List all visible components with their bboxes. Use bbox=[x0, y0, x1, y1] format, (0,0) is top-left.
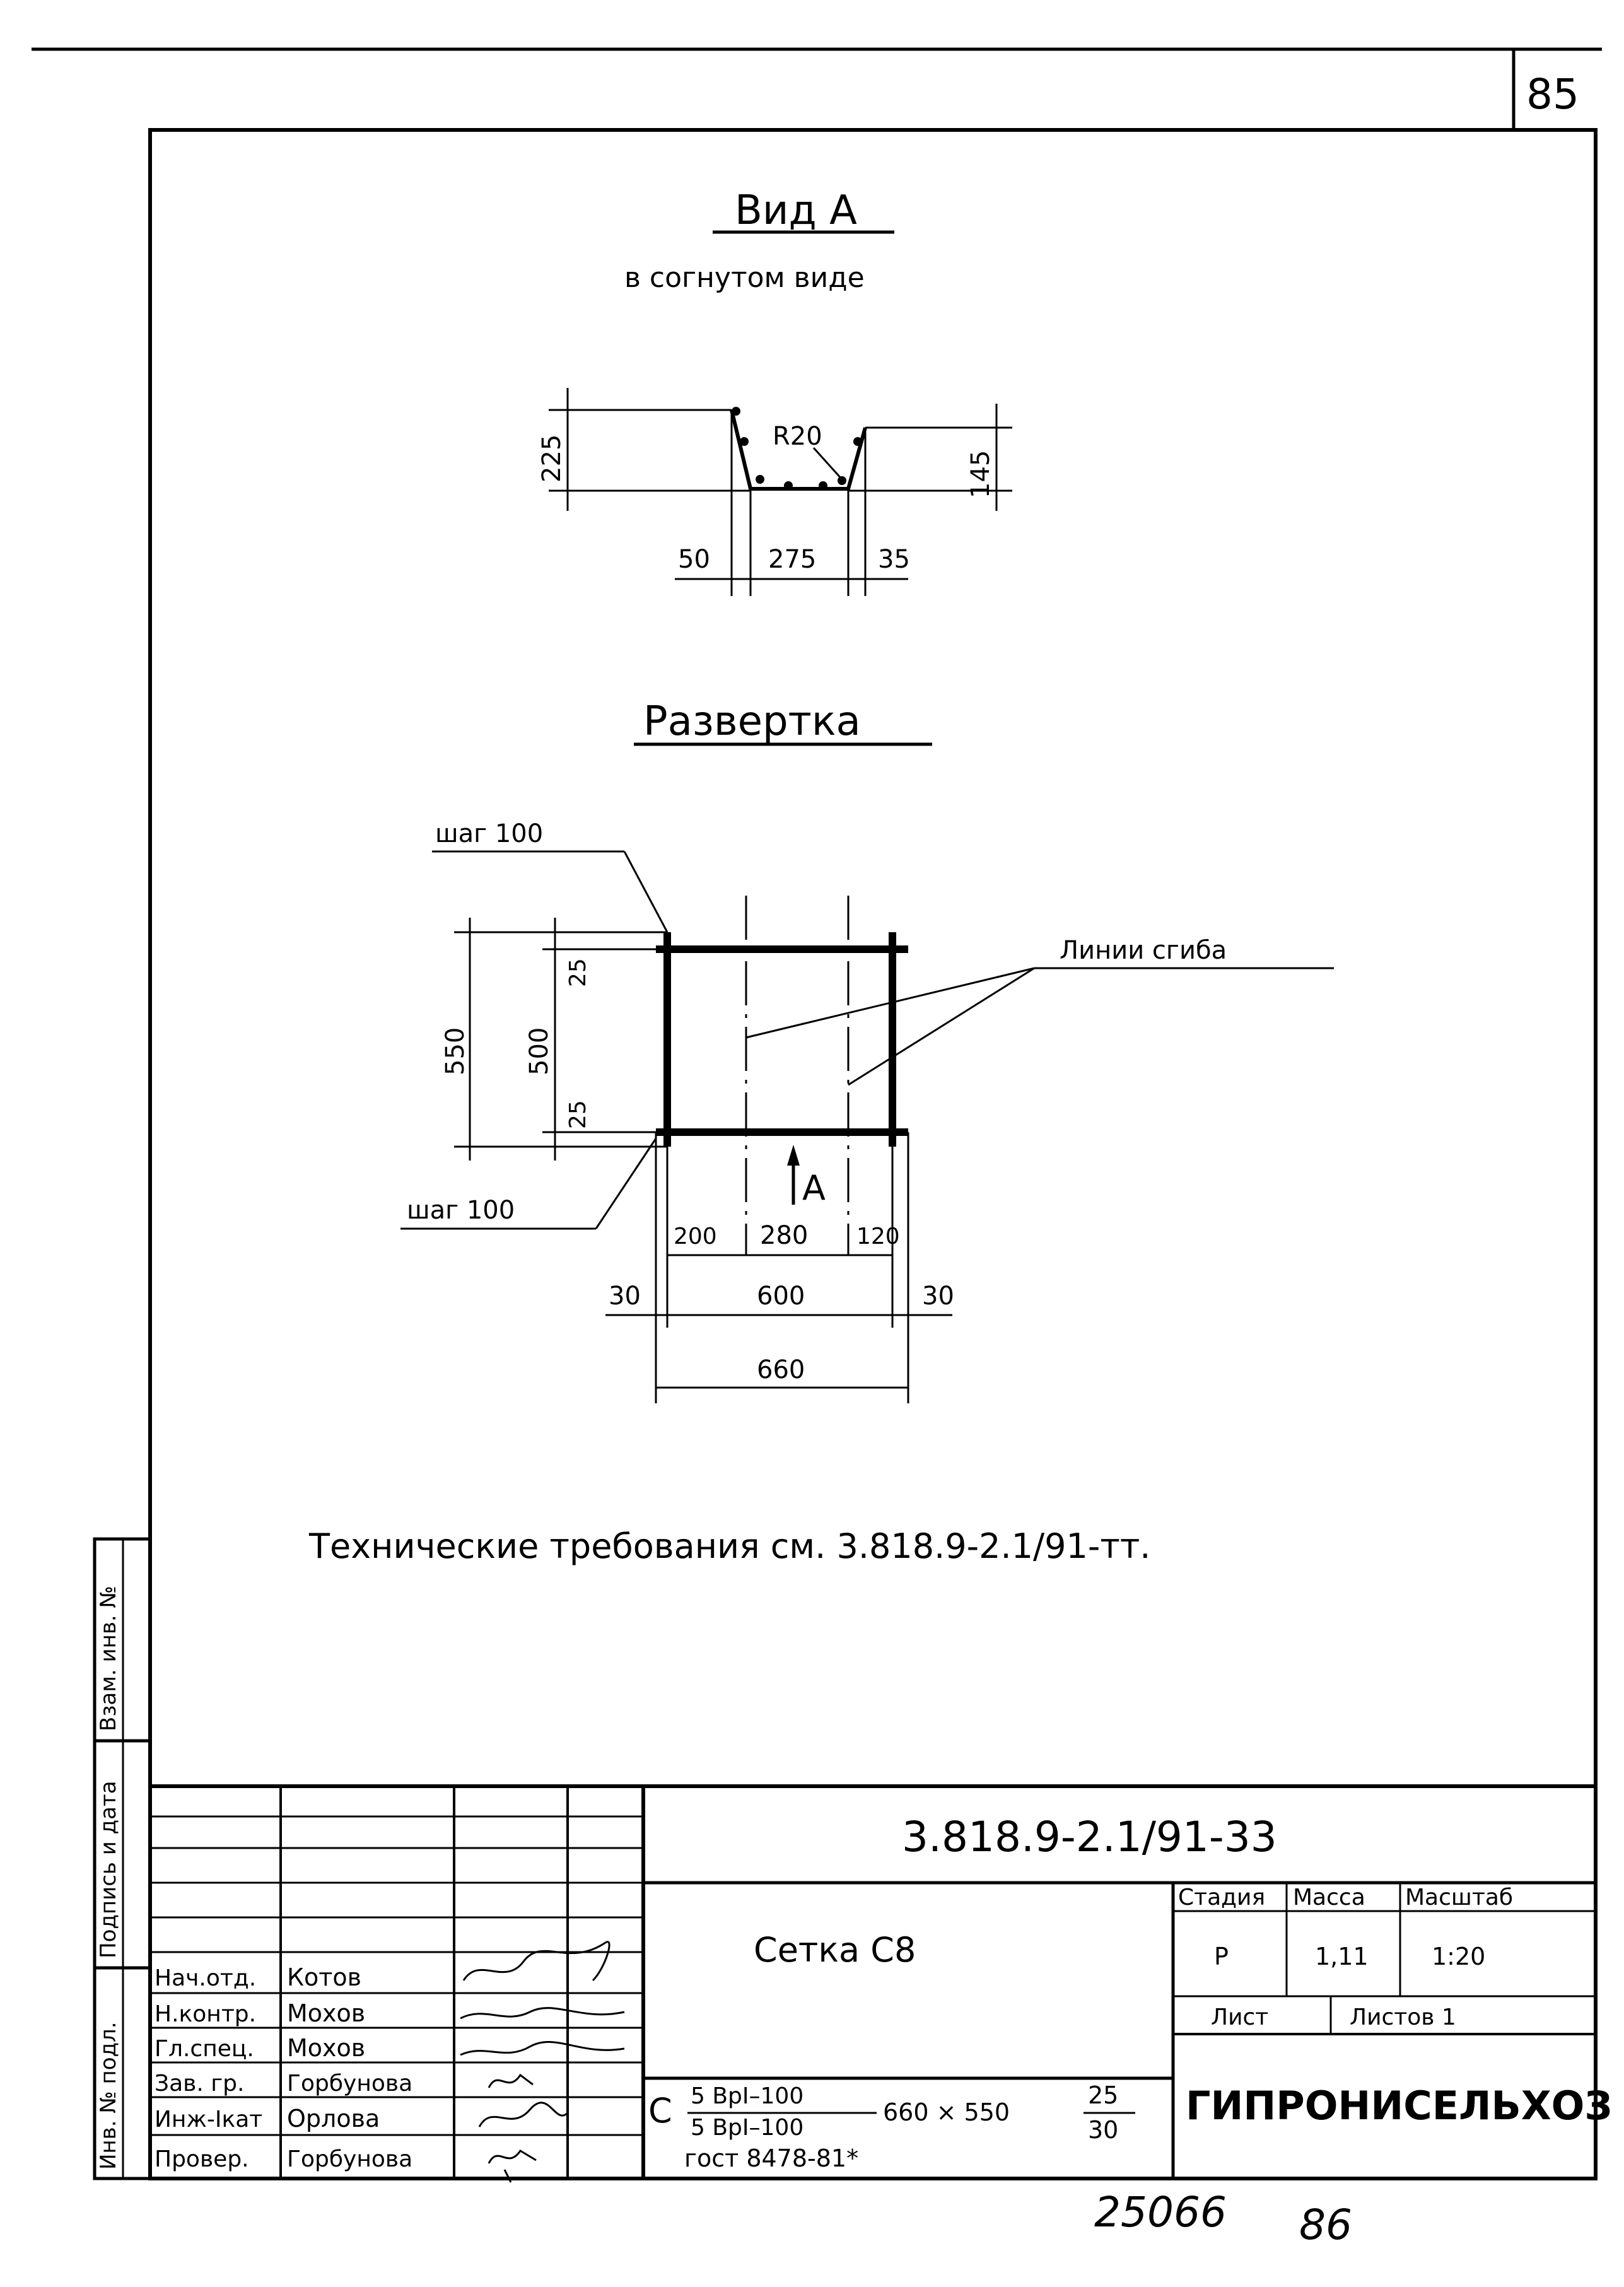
side-stamp-inv-podl: Инв. № подл. bbox=[96, 2021, 121, 2170]
view-a-title: Вид А bbox=[735, 187, 857, 234]
title-block: 3.818.9-2.1/91-33 Сетка С8 Стадия Масса … bbox=[148, 1784, 1612, 2183]
dim-275-label: 275 bbox=[768, 545, 816, 574]
spec-size: 660 × 550 bbox=[883, 2098, 1010, 2126]
dim-550-label: 550 bbox=[441, 1027, 470, 1075]
staff-name: Орлова bbox=[287, 2105, 380, 2132]
staff-name: Горбунова bbox=[287, 2146, 412, 2172]
dim-660-label: 660 bbox=[757, 1355, 805, 1384]
pitch-top-leader bbox=[623, 851, 669, 933]
bar-dot bbox=[740, 437, 749, 446]
dim-50-label: 50 bbox=[678, 545, 710, 574]
development-title: Развертка bbox=[643, 698, 861, 745]
dim-35-label: 35 bbox=[878, 545, 910, 574]
dim-500-label: 500 bbox=[525, 1027, 554, 1075]
gost-reference: гост 8478-81* bbox=[684, 2144, 858, 2172]
fold-lines-label: Линии сгиба bbox=[1060, 936, 1227, 965]
dim-120-label: 120 bbox=[856, 1224, 900, 1249]
drawing-frame bbox=[148, 128, 1598, 2180]
side-stamp: Взам. инв. № Подпись и дата Инв. № подл. bbox=[93, 1537, 152, 2180]
page-number: 85 bbox=[1526, 70, 1579, 119]
dim-225-label: 225 bbox=[537, 435, 566, 483]
dim-30-left-label: 30 bbox=[609, 1282, 641, 1311]
dim-30-right-label: 30 bbox=[922, 1282, 954, 1311]
staff-role: Нач.отд. bbox=[155, 1965, 256, 1991]
item-name: Сетка С8 bbox=[754, 1930, 916, 1970]
staff-role: Инж-Iкат bbox=[155, 2107, 262, 2132]
staff-role: Провер. bbox=[155, 2146, 249, 2172]
signature bbox=[462, 1941, 610, 1982]
bar-dot bbox=[819, 481, 827, 490]
staff-name: Мохов bbox=[287, 1999, 365, 2027]
fold-leader-right bbox=[848, 967, 1035, 1086]
staff-role: Зав. гр. bbox=[155, 2071, 244, 2097]
dim-145-label: 145 bbox=[966, 450, 995, 498]
header-scale: Масштаб bbox=[1405, 1885, 1513, 1910]
staff-name: Котов bbox=[287, 1963, 361, 1991]
spec-top: 5 ВрI–100 bbox=[691, 2083, 803, 2109]
staff-name: Мохов bbox=[287, 2034, 365, 2062]
staff-name: Горбунова bbox=[287, 2071, 412, 2097]
header-mass: Масса bbox=[1293, 1885, 1365, 1910]
radius-leader bbox=[812, 447, 843, 481]
view-a-subtitle: в согнутом виде bbox=[624, 262, 865, 294]
dim-200-label: 200 bbox=[674, 1224, 717, 1249]
view-arrow-label: А bbox=[802, 1168, 826, 1208]
dim-280-label: 280 bbox=[760, 1221, 808, 1250]
signature bbox=[488, 2073, 534, 2088]
bar-dot bbox=[732, 407, 740, 416]
bar-dot bbox=[853, 437, 862, 446]
side-stamp-inv-vzam: Взам. инв. № bbox=[96, 1586, 121, 1731]
signature bbox=[478, 2102, 569, 2127]
sheets-label: Листов 1 bbox=[1350, 2004, 1456, 2030]
mass-value: 1,11 bbox=[1315, 1943, 1369, 1970]
header-stage: Стадия bbox=[1178, 1885, 1265, 1910]
fold-leader-left bbox=[745, 967, 1035, 1039]
pitch-top-label: шаг 100 bbox=[435, 819, 543, 848]
staff-role: Гл.спец. bbox=[155, 2036, 254, 2062]
spec-fraction-top: 25 bbox=[1088, 2081, 1118, 2109]
staff-role: Н.контр. bbox=[155, 2001, 256, 2027]
view-a-section: Вид А в согнутом виде R20 225 145 50 275 bbox=[537, 187, 1012, 596]
pitch-bottom-leader bbox=[595, 1138, 657, 1229]
signature bbox=[460, 2007, 625, 2020]
bar-dot bbox=[784, 481, 793, 490]
development-section: Развертка Линии сгиба шаг 100 шаг 100 55… bbox=[400, 698, 1334, 1403]
spec-prefix: С bbox=[648, 2091, 672, 2131]
side-stamp-signature-date: Подпись и дата bbox=[96, 1781, 121, 1958]
footer-left-number: 25066 bbox=[1094, 2188, 1227, 2237]
radius-label: R20 bbox=[773, 422, 822, 451]
bent-profile bbox=[730, 409, 867, 491]
signature bbox=[488, 2149, 537, 2183]
spec-bottom: 5 ВрI–100 bbox=[691, 2115, 803, 2141]
footer-right-number: 86 bbox=[1299, 2201, 1352, 2249]
bar-dot bbox=[838, 476, 846, 485]
bar-dot bbox=[756, 475, 764, 484]
sheet-label: Лист bbox=[1211, 2004, 1268, 2030]
pitch-bottom-label: шаг 100 bbox=[407, 1196, 515, 1225]
view-arrow-head bbox=[787, 1145, 800, 1166]
spec-fraction-bottom: 30 bbox=[1088, 2116, 1118, 2144]
dim-25-top-label: 25 bbox=[565, 958, 591, 987]
title-block-frame bbox=[148, 1784, 1598, 2180]
organization-name: ГИПРОНИСЕЛЬХОЗ bbox=[1186, 2083, 1612, 2129]
scale-value: 1:20 bbox=[1432, 1943, 1485, 1970]
dim-600-label: 600 bbox=[757, 1282, 805, 1311]
document-code: 3.818.9-2.1/91-33 bbox=[902, 1813, 1277, 1861]
dim-25-bottom-label: 25 bbox=[565, 1100, 591, 1129]
signature bbox=[460, 2041, 625, 2056]
stage-value: Р bbox=[1214, 1943, 1229, 1970]
tech-requirements-note: Технические требования см. 3.818.9-2.1/9… bbox=[308, 1526, 1150, 1566]
